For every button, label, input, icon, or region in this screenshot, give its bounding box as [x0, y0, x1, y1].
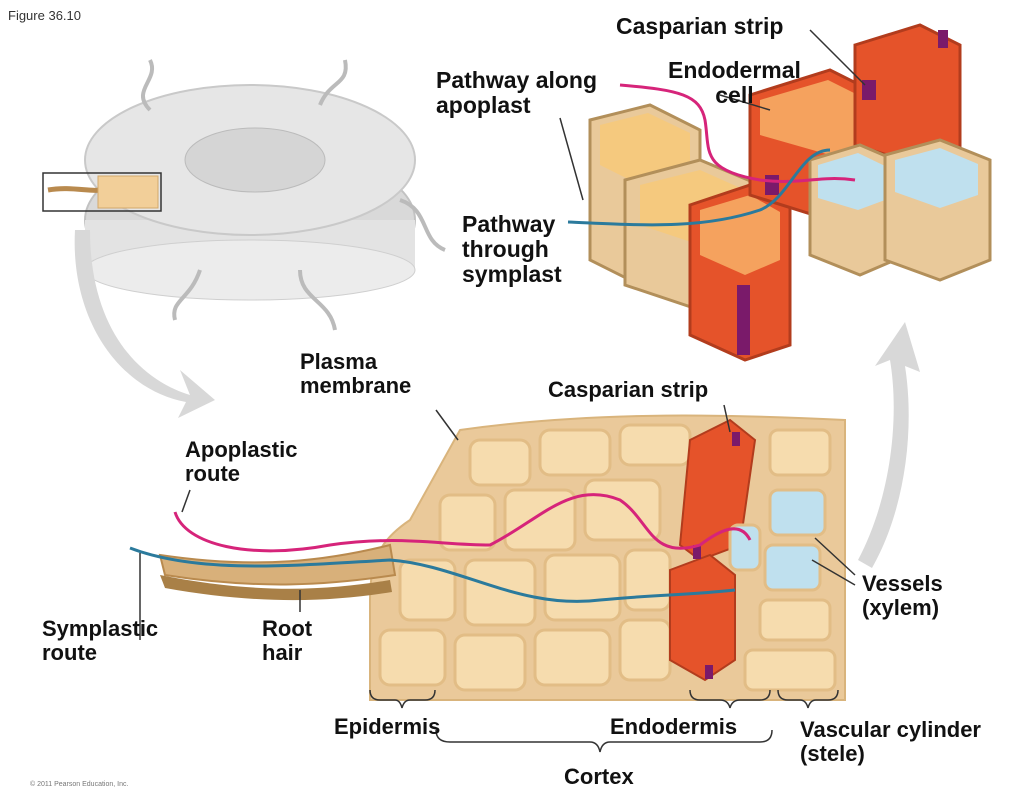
- root-hair-label: Root hair: [262, 617, 312, 665]
- epidermis-label: Epidermis: [334, 715, 440, 739]
- endodermis-label: Endodermis: [610, 715, 737, 739]
- pathway-apoplast-label: Pathway along apoplast: [436, 68, 597, 118]
- casparian-strip-label-bottom: Casparian strip: [548, 378, 708, 402]
- arrow-to-endodermis: [858, 322, 920, 568]
- copyright-notice: © 2011 Pearson Education, Inc.: [30, 781, 128, 788]
- vascular-cylinder-label: Vascular cylinder (stele): [800, 718, 981, 766]
- plasma-membrane-label: Plasma membrane: [300, 350, 411, 398]
- casparian-strip-label-top: Casparian strip: [616, 14, 783, 39]
- endodermal-cell-label: Endodermal cell: [668, 58, 801, 108]
- vessels-label: Vessels (xylem): [862, 572, 943, 620]
- pathway-symplast-label: Pathway through symplast: [462, 212, 562, 287]
- apoplastic-route-label: Apoplastic route: [185, 438, 297, 486]
- symplastic-route-label: Symplastic route: [42, 617, 158, 665]
- cortex-label: Cortex: [564, 765, 634, 789]
- root-cross-section: [43, 60, 445, 330]
